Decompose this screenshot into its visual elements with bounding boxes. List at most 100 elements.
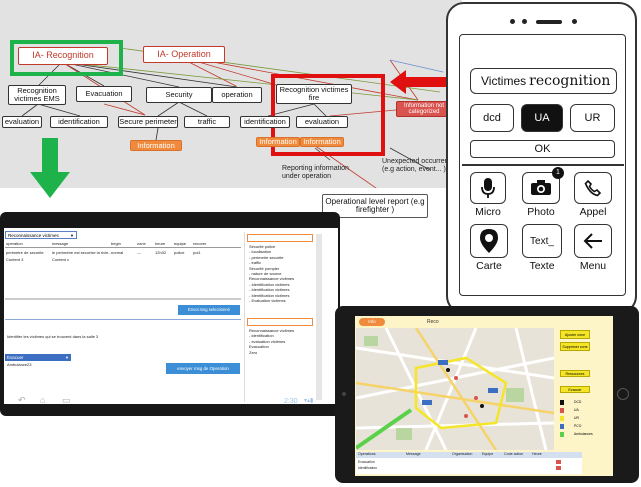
tree-scrollbar[interactable] (316, 234, 322, 400)
recognition-diagram: IA- Recognition IA- Operation Recognitio… (0, 0, 462, 188)
table-row[interactable]: Identification (358, 466, 378, 470)
recognition-victimes-ems-node: Recognition victimes EMS (8, 85, 66, 105)
table-row[interactable]: --- (137, 250, 141, 255)
ipad-header-label: Reco (427, 319, 439, 325)
tree-item[interactable]: - Identification victimes (249, 287, 290, 293)
table-scroll-line (5, 298, 241, 300)
tree-item[interactable]: - evaluation victimes (249, 338, 286, 344)
photo-label: Photo (527, 206, 555, 218)
remove-zone-button[interactable]: Supprimer zone (560, 342, 590, 351)
legend-label: UA (574, 408, 579, 412)
home-nav-icon[interactable]: ⌂ (40, 395, 46, 405)
tree-item[interactable]: Sécurité pompier (249, 265, 280, 271)
tree-list-top: Sécurité police - localisation - perimet… (249, 244, 311, 303)
tree-item[interactable]: - identification (249, 333, 274, 339)
back-nav-icon[interactable]: ↶ (18, 395, 26, 405)
ipad-col: Message (406, 452, 421, 456)
ok-button[interactable]: OK (470, 140, 615, 158)
chevron-down-icon: ▼ (70, 233, 74, 238)
tree-item[interactable]: - Identification victimes (249, 281, 290, 287)
tree-panel-header[interactable] (247, 234, 313, 242)
evacuer-select-label: Evacuer (7, 355, 24, 360)
tree-item[interactable]: - Evaluation victimes (249, 298, 286, 304)
tree-item[interactable]: Sécurité police (249, 244, 276, 249)
legend-item: Ambulances (560, 430, 606, 438)
tree-item[interactable]: - perimetre securite (249, 254, 284, 260)
menu-button[interactable] (574, 224, 612, 258)
table-row[interactable]: Content c (52, 257, 70, 262)
tree-item[interactable]: Reconnaissance victimes (249, 276, 295, 282)
ipad-camera (342, 392, 346, 396)
texte-button[interactable]: Text_ (522, 224, 562, 258)
information-right-2-node: Information (300, 137, 344, 147)
add-zone-button[interactable]: Ajouter zone (560, 330, 590, 339)
evacuer-button[interactable]: Evacuer (560, 386, 590, 393)
android-nav-bar: ↶ ⌂ ▭ 2:30 ▾▴▮ (4, 394, 338, 410)
legend-marker (560, 431, 564, 437)
tree-item[interactable]: - Identification victimes (249, 292, 290, 298)
ipad-tab-info[interactable]: Info (359, 318, 385, 326)
ambulance-value[interactable]: Ambulance23 (7, 362, 32, 367)
send-operation-button[interactable]: envoyer msg de Operation (166, 363, 240, 374)
send-selected-button[interactable]: Envoi msg selectionné (178, 305, 240, 315)
texte-label: Texte (529, 260, 555, 272)
table-row[interactable]: le perimetre est securise la rivie... (52, 250, 112, 255)
table-row[interactable]: normal (111, 250, 124, 255)
evacuation-node: Evacuation (76, 86, 132, 102)
table-row[interactable]: 12h32 (155, 250, 167, 255)
resources-button[interactable]: Ressources (560, 370, 590, 377)
red-highlight-box (271, 74, 385, 156)
tree-item[interactable]: - nature de source (249, 271, 282, 277)
table-header-line (5, 247, 241, 248)
table-row[interactable]: poi1 (193, 250, 201, 255)
col-message: message (52, 241, 69, 246)
tree-item[interactable]: Reconnaissance victimes (249, 328, 295, 333)
legend-label: DCD (574, 400, 582, 404)
recent-apps-icon[interactable]: ▭ (62, 395, 71, 405)
legend-marker (560, 399, 564, 405)
table-row[interactable]: police (174, 250, 185, 255)
message-text: Identifier les victimes qui se trouvent … (7, 334, 99, 339)
table-row-marker (556, 460, 561, 464)
android-tablet-mockup: Reconnaissance victimes ▼ operation mess… (0, 212, 340, 416)
dcd-button[interactable]: dcd (470, 104, 514, 132)
col-equipe: equipe (174, 241, 187, 246)
operation-node: operation (212, 87, 262, 103)
ur-button[interactable]: UR (570, 104, 615, 132)
status-icons: ▾▴▮ (304, 398, 314, 404)
smartphone-mockup: Victimes recognition dcd UA UR OK Micro … (446, 2, 637, 314)
tree-item[interactable]: Zero (249, 349, 258, 355)
camera-icon (531, 180, 551, 195)
tree-item[interactable]: - traffic (249, 260, 262, 266)
evacuer-select[interactable]: Evacuer ▼ (5, 354, 71, 361)
chevron-down-icon: ▼ (65, 355, 69, 360)
table-row[interactable]: Evacuation (358, 460, 375, 464)
security-node: Security (146, 87, 212, 103)
tree-item[interactable]: Evacuation (249, 344, 269, 350)
status-time: 2:30 (284, 398, 298, 405)
ipad-home-button[interactable] (617, 388, 629, 400)
legend-marker (560, 423, 564, 429)
table-row[interactable]: perimetre de securite (6, 250, 44, 255)
ipad-col: Operations (358, 452, 376, 456)
tree-panel-header-2[interactable] (247, 318, 313, 326)
ua-button[interactable]: UA (521, 104, 563, 132)
legend-item: UA (560, 406, 606, 414)
ipad-side-panel: Ajouter zone Supprimer zone Ressources E… (556, 328, 608, 450)
secure-perimeter-node: Secure perimeter (118, 116, 178, 128)
appel-button[interactable] (574, 172, 612, 204)
category-dropdown[interactable]: Reconnaissance victimes ▼ (5, 231, 77, 239)
col-zone: zone (137, 241, 146, 246)
carte-button[interactable] (470, 224, 508, 258)
appel-label: Appel (579, 206, 607, 218)
micro-button[interactable] (470, 172, 506, 204)
city-map[interactable] (356, 328, 554, 450)
tree-item[interactable]: - localisation (249, 249, 272, 255)
victimes-recognition-header[interactable]: Victimes recognition (470, 68, 617, 94)
col-operation: operation (6, 241, 23, 246)
table-row[interactable]: Content 3 (6, 257, 24, 262)
legend-label: UR (574, 416, 579, 420)
ipad-col: Equipe (482, 452, 494, 456)
microphone-icon (481, 178, 495, 198)
ipad-col: Code action (504, 452, 524, 456)
